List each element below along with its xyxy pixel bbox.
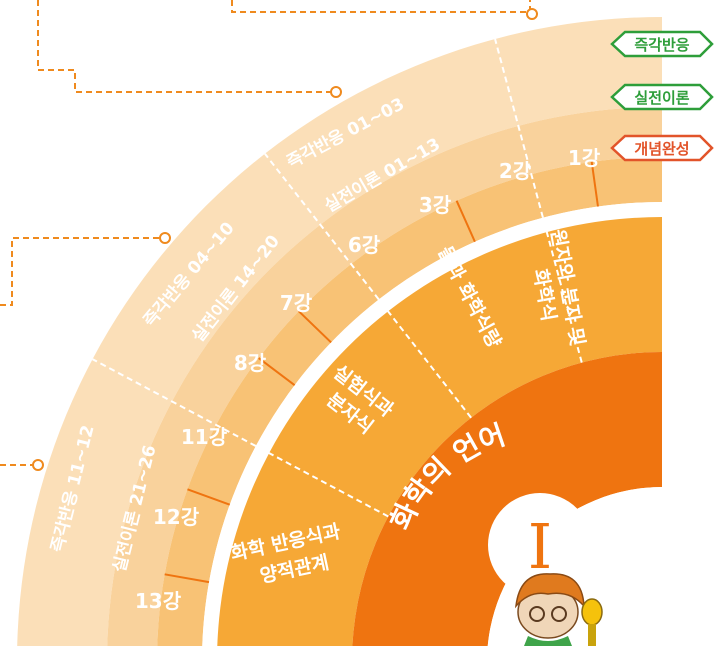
- connector-dot: [330, 86, 342, 98]
- mascot-glasses: [551, 606, 567, 622]
- lecture-label: 13강: [135, 589, 182, 613]
- dividers: [92, 38, 599, 584]
- mascot-glasses: [529, 606, 545, 622]
- group-divider: [92, 358, 389, 518]
- mascot-collar: [524, 636, 572, 646]
- flask-stem: [588, 624, 596, 646]
- lecture-labels: 1강 2강 3강 6강 7강 8강 11강 12강 13강: [135, 146, 601, 613]
- connector-line-2: [0, 237, 165, 306]
- connector-line-1: [37, 0, 335, 93]
- lecture-label: 3강: [419, 193, 452, 217]
- lecture-label: 1강: [568, 146, 601, 170]
- group-divider: [264, 153, 472, 419]
- connector-line-top: [231, 0, 531, 13]
- lecture-label: 11강: [181, 425, 228, 449]
- lecture-divider: [258, 357, 296, 386]
- theory-ring: [107, 107, 662, 646]
- group-divider: [494, 38, 583, 363]
- numeral-circle: [488, 493, 592, 597]
- lecture-divider: [187, 488, 231, 506]
- legend-tag-theory: 실전이론: [610, 83, 714, 111]
- lecture-divider: [590, 161, 599, 207]
- flask-icon: [581, 598, 603, 626]
- reaction-ring: [17, 17, 662, 646]
- core-ring: [352, 352, 662, 646]
- legend-tag-concept: 개념완성: [610, 134, 714, 162]
- legend-tag-shape: [610, 30, 714, 58]
- lecture-divider: [455, 200, 476, 243]
- legend-label: 즉각반응: [634, 36, 689, 54]
- lecture-label: 6강: [348, 233, 381, 257]
- connector-dot: [159, 232, 171, 244]
- legend-label: 개념완성: [634, 140, 689, 158]
- lecture-ring: [157, 157, 662, 646]
- legend-tag-reaction: 즉각반응: [610, 30, 714, 58]
- lecture-label: 12강: [153, 505, 200, 529]
- mascot-character: [514, 573, 603, 646]
- connector-dots: [32, 8, 538, 471]
- legend-tag-shape: [610, 134, 714, 162]
- connector-dot: [32, 459, 44, 471]
- lecture-label: 8강: [234, 351, 267, 375]
- lecture-divider: [164, 573, 210, 584]
- lecture-label: 2강: [499, 159, 532, 183]
- chapter-ring: [217, 217, 662, 646]
- lecture-label: 7강: [280, 291, 313, 315]
- connector-lines: [0, 0, 531, 466]
- lecture-divider: [298, 310, 332, 344]
- connector-dot: [526, 8, 538, 20]
- legend: 즉각반응 실전이론 개념완성: [610, 30, 714, 162]
- unit-numeral: I: [528, 510, 553, 583]
- legend-label: 실전이론: [634, 89, 689, 107]
- legend-tag-shape: [610, 83, 714, 111]
